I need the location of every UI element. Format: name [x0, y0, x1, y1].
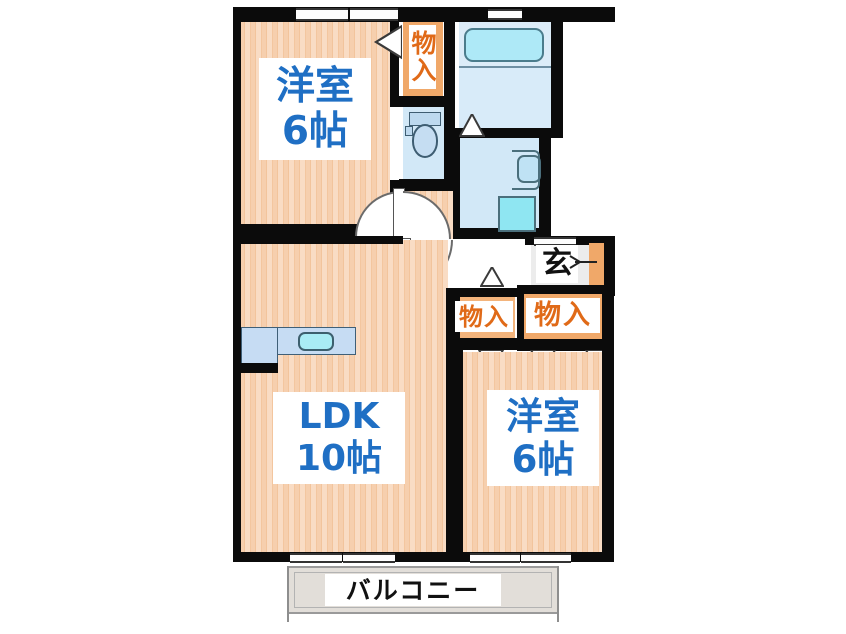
balcony-label: バルコニー [325, 574, 501, 606]
wall-bathroom-top [455, 7, 615, 22]
wall-closet-north-bottom [399, 96, 455, 107]
closet-label-middle-text: 物入 [459, 302, 509, 331]
wall-closet-middle-bottom [452, 338, 518, 350]
wall-bathroom-bottom [455, 128, 563, 138]
wall-closet-middle-top [452, 288, 518, 297]
room-label-ldk: LDK 10帖 [273, 392, 405, 484]
balcony-inner-line [294, 572, 552, 608]
wall-closet-entry-bottom [517, 339, 614, 351]
bathroom-divider [459, 66, 551, 68]
genkan-door-swing-line [575, 261, 597, 263]
kitchen-counter-base [241, 363, 278, 373]
wall-north-bedroom-right [390, 7, 399, 107]
window-north-right[interactable] [350, 8, 398, 21]
closet-label-entry-text: 物入 [534, 300, 592, 331]
room-label-bedroom-north: 洋室 6帖 [259, 58, 371, 160]
vanity-counter-edge [512, 150, 540, 190]
closet-label-middle: 物入 [455, 301, 513, 332]
toilet-bowl [412, 124, 438, 158]
room-label-bedroom-south-line1: 洋室 [506, 395, 580, 438]
wall-bedroom-south-right [602, 350, 614, 562]
closet-label-north-text: 物入 [408, 30, 437, 84]
closet-label-entry: 物入 [526, 298, 600, 333]
room-label-bedroom-south-line2: 6帖 [511, 438, 575, 481]
washing-machine-space [498, 196, 536, 232]
wall-north-bedroom-left [233, 7, 241, 236]
wall-ldk-right [446, 288, 455, 560]
balcony-rail-left [287, 566, 289, 622]
bathroom-door-indicator[interactable] [459, 114, 485, 138]
wall-closet-entry-left [517, 285, 524, 351]
wall-bedroom-south-left [455, 350, 463, 562]
wall-toilet-right [444, 96, 455, 191]
sliding-door-bedroom-south-right[interactable] [521, 553, 571, 563]
sliding-door-bedroom-south-left[interactable] [470, 553, 520, 563]
wall-bathroom-right [551, 7, 563, 137]
wall-closet-north-top [399, 7, 455, 22]
closet-label-north: 物入 [408, 25, 437, 89]
sliding-door-ldk-left[interactable] [290, 553, 342, 563]
room-label-ldk-line2: 10帖 [295, 438, 383, 479]
room-label-bedroom-south: 洋室 6帖 [487, 390, 599, 486]
wall-washroom-left [452, 131, 460, 239]
wall-closet-north-right [444, 7, 455, 107]
wall-ldk-top [233, 236, 403, 244]
room-label-ldk-line1: LDK [298, 396, 380, 437]
wall-closet-entry-top [517, 285, 609, 294]
window-bathroom[interactable] [488, 9, 522, 20]
wall-washroom-bottom [452, 228, 551, 239]
kitchen-side-counter [241, 327, 278, 365]
wall-closet-entry-right [602, 285, 614, 351]
bathtub [464, 28, 544, 62]
window-north-left[interactable] [296, 8, 348, 21]
closet-folding-door-north[interactable] [372, 22, 402, 62]
wall-toilet-bottom [399, 179, 455, 191]
genkan-label-text: 玄 [542, 246, 572, 281]
wall-ldk-left [233, 236, 241, 560]
toilet-lever [405, 126, 413, 136]
balcony-label-text: バルコニー [345, 575, 481, 605]
room-label-bedroom-north-line2: 6帖 [281, 109, 349, 154]
closet-door-arrow-middle[interactable] [480, 267, 504, 287]
genkan-shoe-box[interactable] [589, 243, 604, 285]
room-label-bedroom-north-line1: 洋室 [275, 64, 354, 109]
sliding-door-ldk-right[interactable] [343, 553, 395, 563]
washbasin [517, 155, 541, 183]
balcony-rail-right [557, 566, 559, 622]
genkan-label: 玄 [536, 245, 578, 283]
cooktop [298, 332, 334, 351]
wall-genkan-right [603, 236, 615, 296]
wall-washroom-right [539, 131, 551, 239]
genkan-door-arrow [568, 254, 584, 270]
wall-nib-south-center [446, 540, 456, 562]
